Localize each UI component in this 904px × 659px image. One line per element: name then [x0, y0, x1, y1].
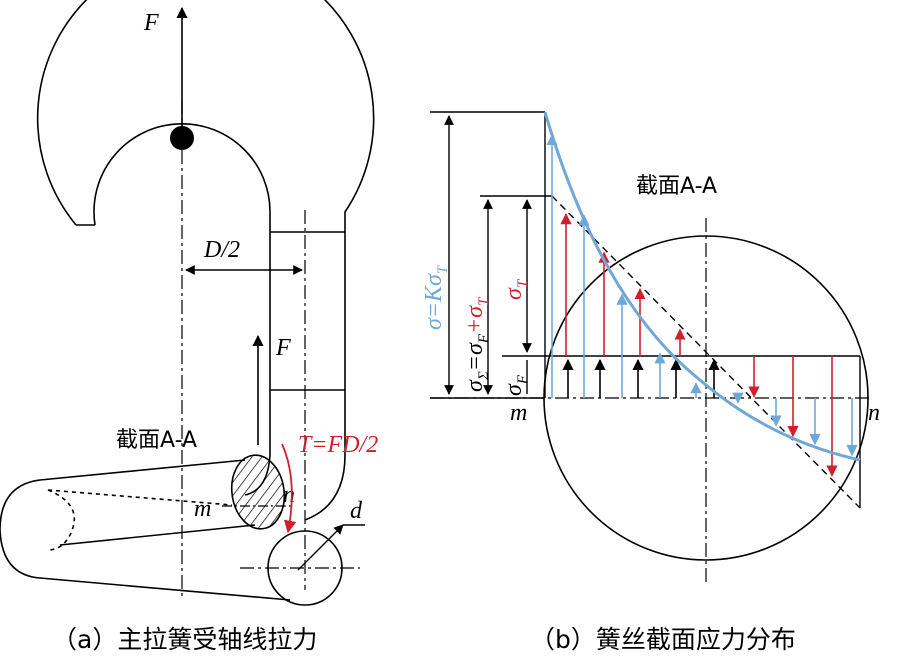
- section-label-left: 截面A-A: [116, 428, 197, 453]
- sigma-sum-label: σΣ=σF+σT: [462, 296, 492, 392]
- sigma-sum-text: σ: [462, 379, 488, 392]
- caption-right: （b）簧丝截面应力分布: [530, 625, 796, 654]
- torque-label: T=FD/2: [298, 432, 378, 458]
- sigma-t-text: σ: [501, 287, 527, 300]
- sigma-f-text: σ: [501, 383, 527, 396]
- wire-d-label: d: [350, 498, 363, 524]
- coil-dash-line: [47, 489, 233, 506]
- sigma-sum-sub: Σ: [476, 371, 492, 381]
- sigma-t-sub: T: [515, 278, 531, 288]
- force-label-mid: F: [275, 335, 291, 361]
- sigma-t-arrows: [560, 213, 838, 477]
- caption-left: （a）主拉簧受轴线拉力: [52, 625, 317, 654]
- sigma-sum-eq-sub: F: [476, 333, 492, 344]
- section-label-right: 截面A-A: [636, 174, 717, 199]
- sigma-total-text: σ=Kσ: [421, 273, 447, 330]
- hook-outer-arc: [36, 0, 375, 455]
- half-diameter-label: D/2: [203, 237, 240, 263]
- sigma-sum-plus-sub: T: [476, 296, 492, 306]
- hook-inner-arc: [93, 122, 271, 455]
- wire-d-leader: [297, 524, 344, 571]
- coil-inner-dash: [47, 489, 76, 551]
- sigma-f-sub: F: [515, 374, 531, 385]
- sigma-sum-eq: =σ: [462, 342, 488, 371]
- m-label-right: m: [510, 400, 527, 426]
- n-label-right: n: [868, 400, 880, 426]
- sigma-total-label: σ=KσT: [421, 264, 451, 330]
- coil-upper-edge: [0, 459, 291, 601]
- torque-arrow: [281, 443, 297, 534]
- section-m-label: m: [194, 496, 211, 522]
- section-ellipse: [230, 454, 286, 530]
- force-label-top: F: [143, 10, 159, 36]
- load-point: [170, 126, 194, 150]
- sigma-k-arrows: [546, 133, 858, 457]
- curved-stress-line: [543, 111, 861, 462]
- coil-lower-edge: [59, 524, 256, 546]
- hook-spring-drawing: [0, 0, 375, 601]
- section-n-label: n: [283, 482, 295, 508]
- sigma-f-arrows: [562, 358, 720, 398]
- sigma-f-label: σF: [501, 374, 531, 396]
- coil-bend-outer: [304, 454, 346, 521]
- sum-stress-line: [551, 195, 861, 509]
- sigma-sum-plus: +σ: [462, 305, 488, 334]
- sigma-t-label: σT: [501, 278, 531, 300]
- sigma-total-sub: T: [435, 264, 451, 274]
